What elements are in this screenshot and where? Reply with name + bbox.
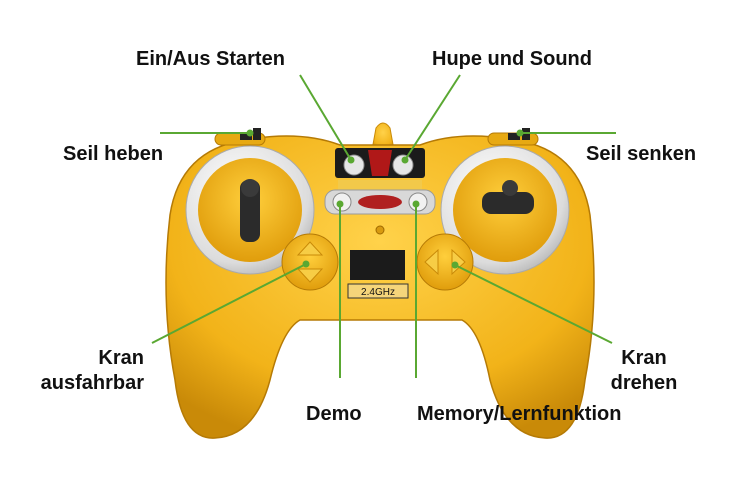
status-led bbox=[375, 225, 385, 235]
callout-power-start bbox=[299, 74, 352, 161]
label-power-start: Ein/Aus Starten bbox=[136, 48, 285, 70]
label-horn-sound: Hupe und Sound bbox=[432, 48, 592, 70]
up-arrow-icon bbox=[296, 241, 324, 256]
label-rope-lower: Seil senken bbox=[586, 143, 697, 165]
right-joystick[interactable] bbox=[482, 180, 534, 214]
bottom-display bbox=[350, 250, 405, 280]
left-arrow-icon bbox=[424, 248, 439, 276]
label-demo: Demo bbox=[306, 403, 362, 425]
crane-extend-dpad[interactable] bbox=[281, 233, 339, 291]
callout-lines bbox=[151, 74, 616, 378]
label-crane-extend-line1: Kran bbox=[98, 347, 144, 369]
mid-panel bbox=[338, 180, 422, 192]
antenna bbox=[371, 122, 395, 151]
label-crane-extend: Kran ausfahrbar bbox=[41, 346, 144, 396]
label-rope-raise: Seil heben bbox=[63, 143, 164, 165]
crane-icon-left-shoulder bbox=[240, 128, 261, 140]
brand-logo bbox=[358, 195, 402, 209]
down-arrow-icon bbox=[296, 268, 324, 283]
label-crane-extend-line2: ausfahrbar bbox=[40, 372, 144, 394]
label-crane-rotate-line2: drehen bbox=[610, 372, 678, 394]
left-joystick[interactable] bbox=[240, 179, 260, 242]
callout-dots bbox=[246, 129, 524, 269]
frequency-plate bbox=[347, 283, 409, 299]
power-start-button[interactable] bbox=[343, 154, 365, 176]
frequency-text: 2.4GHz bbox=[361, 287, 395, 298]
callout-crane-extend bbox=[151, 263, 307, 344]
callout-crane-rotate bbox=[454, 264, 613, 344]
label-crane-rotate-line1: Kran bbox=[621, 347, 667, 369]
label-memory-learn: Memory/Lernfunktion bbox=[417, 403, 622, 425]
callout-horn-sound bbox=[404, 74, 461, 161]
panel-red-accent bbox=[368, 150, 392, 176]
label-crane-rotate: Kran drehen bbox=[604, 346, 684, 396]
